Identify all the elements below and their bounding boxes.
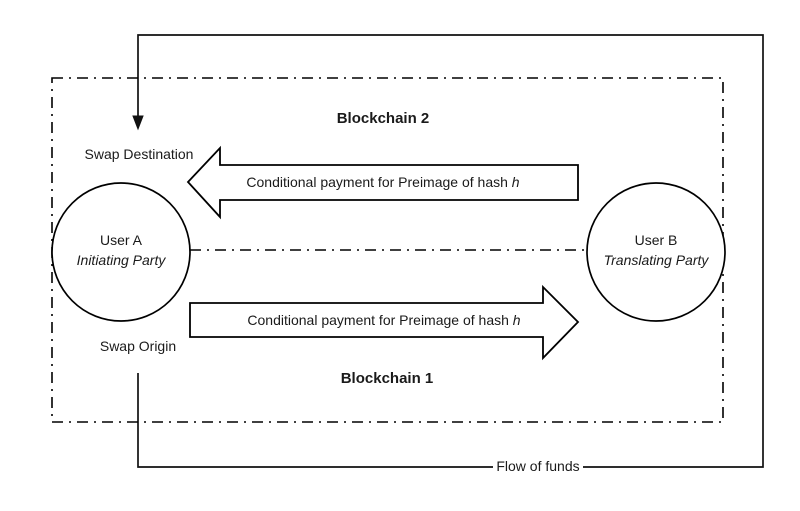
flow-of-funds-label: Flow of funds (438, 458, 638, 474)
payment-arrow-bottom-hash-symbol: h (512, 312, 521, 328)
swap-origin-label: Swap Origin (99, 338, 177, 354)
user-a-node-label: User A Initiating Party (21, 230, 221, 270)
flow-of-funds-path (137, 34, 764, 468)
flow-of-funds-text: Flow of funds (493, 458, 583, 474)
blockchain-2-label: Blockchain 2 (336, 110, 430, 127)
flow-arrowhead-icon (132, 115, 144, 131)
user-b-role: Translating Party (603, 252, 709, 268)
payment-arrow-bottom (189, 284, 580, 361)
user-a-role: Initiating Party (76, 252, 166, 268)
user-a-circle (51, 182, 191, 322)
payment-arrow-top-label: Conditional payment for Preimage of hash… (188, 174, 578, 190)
user-a-name: User A (99, 232, 142, 248)
payment-arrow-top-hash-symbol: h (511, 174, 520, 190)
payment-arrow-bottom-label: Conditional payment for Preimage of hash… (190, 312, 578, 328)
user-b-node-label: User B Translating Party (556, 230, 756, 270)
payment-arrow-bottom-text: Conditional payment for Preimage of hash (247, 312, 513, 328)
swap-destination-label: Swap Destination (84, 146, 194, 162)
user-b-name: User B (634, 232, 678, 248)
payment-arrow-top (186, 145, 579, 220)
blockchain-1-label: Blockchain 1 (340, 370, 434, 387)
user-b-circle (586, 182, 726, 322)
payment-arrow-top-text: Conditional payment for Preimage of hash (246, 174, 512, 190)
